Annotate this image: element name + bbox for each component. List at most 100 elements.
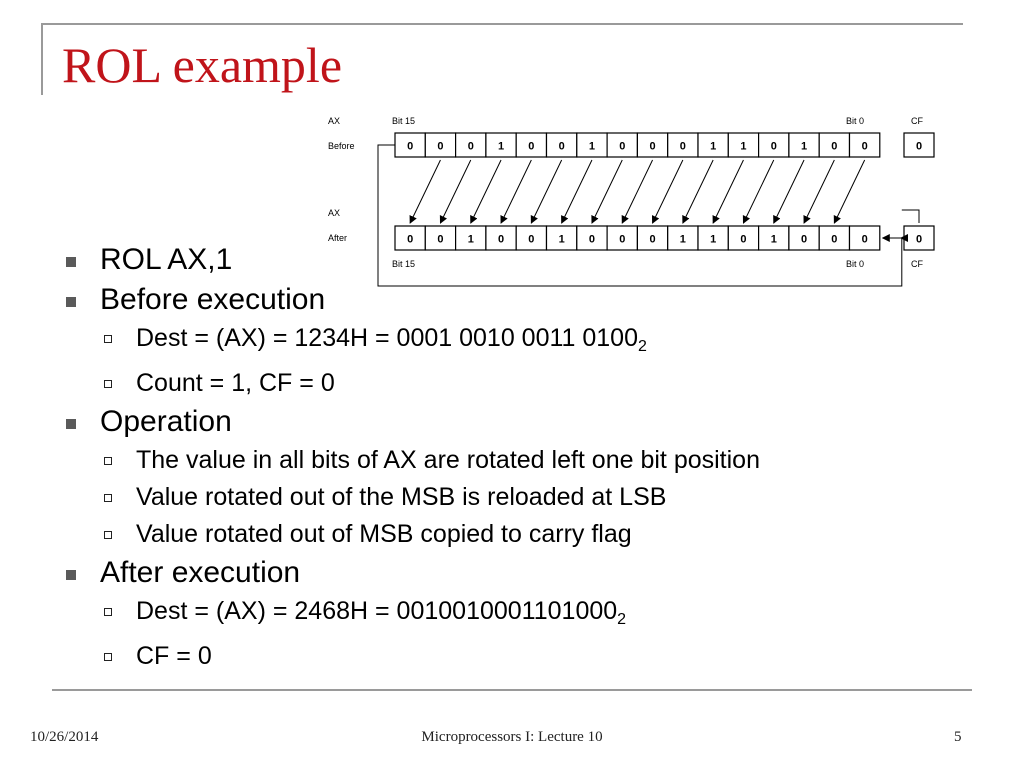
after-cell-10 — [697, 225, 729, 251]
before-bit-4: 1 — [740, 141, 746, 153]
shift-arrow-4 — [500, 159, 532, 224]
dest-after-text: Dest = (AX) = 2468H = 0010010001101000 — [136, 597, 618, 625]
frame-vertical-line — [41, 23, 43, 95]
after-cf-value: 0 — [916, 234, 922, 246]
shift-arrow-5 — [530, 159, 563, 224]
before-bit-9: 1 — [589, 141, 595, 153]
sub-bullet-cf-after: CF = 0 — [62, 638, 962, 675]
after-bit-10: 1 — [559, 234, 565, 246]
before-bit-13: 0 — [468, 141, 474, 153]
after-bit-7: 0 — [649, 234, 655, 246]
bullet-list: ROL AX,1 Before execution Dest = (AX) = … — [62, 240, 962, 675]
bullet-before-execution: Before execution — [62, 280, 962, 320]
shift-arrow-15 — [833, 159, 866, 224]
frame-horizontal-line — [41, 23, 963, 25]
before-cell-8 — [636, 132, 669, 158]
before-bit-7: 0 — [649, 141, 655, 153]
after-cell-13 — [788, 225, 820, 251]
after-cell-15 — [848, 225, 881, 251]
before-cell-3 — [485, 132, 517, 158]
after-bit-15: 0 — [407, 234, 413, 246]
shift-arrow-10 — [682, 159, 714, 224]
footer-page-number: 5 — [954, 729, 962, 745]
after-cell-7 — [606, 225, 639, 251]
before-cf-cell — [903, 132, 935, 158]
after-bit-2: 0 — [801, 234, 807, 246]
before-cell-7 — [606, 132, 639, 158]
slide-title: ROL example — [62, 37, 343, 93]
shift-arrow-1 — [409, 159, 441, 224]
after-bit-11: 0 — [528, 234, 534, 246]
shift-arrow-11 — [712, 159, 744, 224]
before-bit-0: 0 — [862, 141, 868, 153]
shift-arrow-9 — [651, 159, 684, 224]
bullet-after-execution: After execution — [62, 553, 962, 593]
before-bit-10: 0 — [559, 141, 565, 153]
before-cell-1 — [424, 132, 457, 158]
after-bit-9: 0 — [589, 234, 595, 246]
before-cell-4 — [515, 132, 548, 158]
label-before: Before — [328, 141, 355, 151]
shift-arrow-14 — [803, 159, 835, 224]
shift-arrow-7 — [591, 159, 623, 224]
sub-bullet-dest-after: Dest = (AX) = 2468H = 00100100011010002 — [62, 593, 962, 638]
label-bit0-top: Bit 0 — [846, 116, 864, 126]
label-cf-bottom: CF — [911, 259, 923, 269]
before-bit-2: 1 — [801, 141, 807, 153]
sub-bullet-reload-lsb: Value rotated out of the MSB is reloaded… — [62, 479, 962, 516]
label-after: After — [328, 233, 347, 243]
label-ax-before: AX — [328, 116, 340, 126]
before-bit-11: 0 — [528, 141, 534, 153]
after-bit-14: 0 — [437, 234, 443, 246]
bullet-operation: Operation — [62, 402, 962, 442]
dest-before-subscript: 2 — [638, 338, 647, 355]
after-bit-1: 0 — [831, 234, 837, 246]
sub-bullet-dest-before: Dest = (AX) = 1234H = 0001 0010 0011 010… — [62, 320, 962, 365]
shift-arrow-3 — [470, 159, 502, 224]
after-bit-3: 1 — [771, 234, 777, 246]
before-bit-1: 0 — [831, 141, 837, 153]
before-bit-12: 1 — [498, 141, 504, 153]
before-cell-9 — [667, 132, 699, 158]
label-bit15-bottom: Bit 15 — [392, 259, 415, 269]
after-cf-cell — [903, 225, 935, 251]
before-bit-3: 0 — [771, 141, 777, 153]
before-cell-12 — [758, 132, 790, 158]
label-bit0-bottom: Bit 0 — [846, 259, 864, 269]
label-bit15-top: Bit 15 — [392, 116, 415, 126]
bullet-rol-instruction: ROL AX,1 — [62, 240, 962, 280]
shift-arrow-8 — [621, 159, 654, 224]
shift-arrow-2 — [439, 159, 472, 224]
before-cell-2 — [455, 132, 487, 158]
dest-before-text: Dest = (AX) = 1234H = 0001 0010 0011 010… — [136, 324, 638, 352]
shift-arrow-12 — [742, 159, 775, 224]
after-cell-9 — [667, 225, 699, 251]
shift-arrow-6 — [561, 159, 593, 224]
sub-bullet-carry-flag: Value rotated out of MSB copied to carry… — [62, 516, 962, 553]
after-bit-4: 0 — [740, 234, 746, 246]
dest-after-subscript: 2 — [617, 611, 627, 628]
label-ax-after: AX — [328, 208, 340, 218]
after-bit-13: 1 — [468, 234, 474, 246]
before-bit-14: 0 — [437, 141, 443, 153]
rol-diagram: AX Before Bit 15 Bit 0 CF AX After Bit 1… — [328, 116, 935, 287]
before-cell-13 — [788, 132, 820, 158]
after-cell-6 — [576, 225, 608, 251]
label-cf-top: CF — [911, 116, 923, 126]
sub-bullet-count: Count = 1, CF = 0 — [62, 365, 962, 402]
before-cell-0 — [394, 132, 426, 158]
after-bit-5: 1 — [710, 234, 716, 246]
sub-bullet-rotate-left: The value in all bits of AX are rotated … — [62, 442, 962, 479]
footer-divider — [52, 689, 972, 691]
cf-link-line — [901, 209, 920, 223]
shift-arrow-13 — [773, 159, 805, 224]
after-cell-0 — [394, 225, 426, 251]
before-bit-15: 0 — [407, 141, 413, 153]
footer-course: Microprocessors I: Lecture 10 — [421, 729, 603, 745]
after-bit-6: 1 — [680, 234, 686, 246]
before-bit-5: 1 — [710, 141, 716, 153]
before-bit-6: 0 — [680, 141, 686, 153]
before-bit-8: 0 — [619, 141, 625, 153]
after-bit-0: 0 — [862, 234, 868, 246]
footer-date: 10/26/2014 — [30, 729, 99, 745]
